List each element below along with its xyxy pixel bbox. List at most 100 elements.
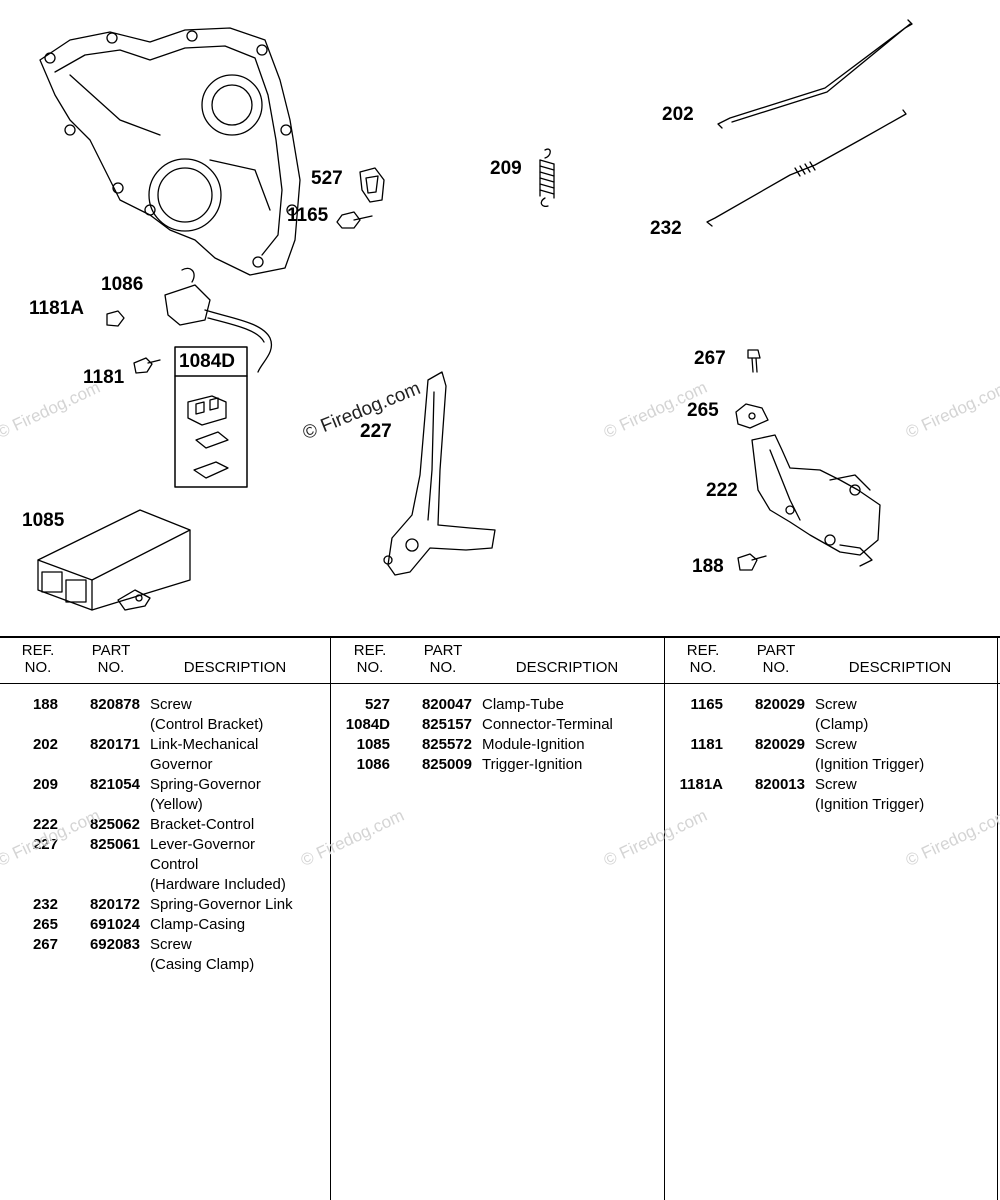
header-description: DESCRIPTION (848, 659, 952, 676)
part-description: Screw (Clamp) (815, 696, 869, 733)
column-divider (330, 636, 331, 1200)
table-top-rule (0, 636, 1000, 638)
ignition-trigger-drawing (164, 267, 273, 373)
part-number: 825061 (89, 836, 140, 853)
part-description: Connector-Terminal (482, 716, 613, 733)
part-description: Clamp-Tube (482, 696, 564, 713)
part-description: Screw (Control Bracket) (150, 696, 264, 733)
header-ref: REF. NO. (18, 642, 58, 676)
ref-number: 209 (32, 776, 58, 793)
part-number: 820171 (89, 736, 140, 753)
part-description: Module-Ignition (482, 736, 585, 753)
header-description: DESCRIPTION (183, 659, 287, 676)
header-ref-line1: REF. (21, 642, 55, 659)
part-description: Lever-Governor Control (Hardware Include… (150, 836, 286, 893)
ref-number: 188 (32, 696, 58, 713)
ref-number: 202 (32, 736, 58, 753)
ref-number: 527 (364, 696, 390, 713)
callout-188: 188 (692, 556, 724, 577)
ref-number: 222 (32, 816, 58, 833)
part-number: 692083 (89, 936, 140, 953)
header-part-line1: PART (756, 642, 796, 659)
callout-1085: 1085 (22, 510, 65, 531)
part-description: Screw (Ignition Trigger) (815, 776, 925, 813)
part-number: 820878 (89, 696, 140, 713)
header-ref-line2: NO. (24, 659, 52, 676)
ref-number: 227 (32, 836, 58, 853)
header-part-line1: PART (423, 642, 463, 659)
clamp-tube-drawing (359, 167, 385, 203)
ref-number: 1084D (345, 716, 390, 733)
column-divider (997, 636, 998, 1200)
table-row: 267 692083 Screw (Casing Clamp) (0, 935, 330, 975)
callout-202: 202 (662, 104, 694, 125)
screw-267-drawing (747, 349, 761, 373)
part-description: Screw (Casing Clamp) (150, 936, 255, 973)
ref-number: 1086 (356, 756, 390, 773)
spring-link-drawing (706, 109, 907, 227)
header-part: PART NO. (86, 642, 136, 676)
ignition-module-drawing (37, 509, 191, 611)
part-description: Screw (Ignition Trigger) (815, 736, 925, 773)
header-part: PART NO. (418, 642, 468, 676)
table-row: 209 821054 Spring-Governor (Yellow) (0, 775, 330, 815)
part-description: Clamp-Casing (150, 916, 246, 933)
header-part-line2: NO. (762, 659, 790, 676)
part-number: 825157 (421, 716, 472, 733)
part-number: 820047 (421, 696, 472, 713)
ref-number: 232 (32, 896, 58, 913)
column-divider (664, 636, 665, 1200)
governor-lever-drawing (383, 371, 496, 576)
ref-number: 1085 (356, 736, 390, 753)
part-number: 825009 (421, 756, 472, 773)
ref-number: 265 (32, 916, 58, 933)
exploded-parts-diagram: 202 209 232 527 1165 1086 1181A 1181 108… (0, 19, 1000, 611)
governor-spring-drawing (539, 148, 555, 208)
clamp-casing-drawing (735, 403, 769, 429)
column-2-rows: 527 820047 Clamp-Tube 1084D 825157 Connector-… (332, 695, 662, 775)
callout-265: 265 (687, 400, 719, 421)
callout-1181: 1181 (83, 367, 125, 388)
header-description: DESCRIPTION (515, 659, 619, 676)
screw-1181-drawing (133, 357, 161, 374)
part-description: Spring-Governor (Yellow) (150, 776, 261, 813)
engine-cover-drawing (39, 27, 301, 276)
header-ref-line1: REF. (686, 642, 720, 659)
ref-number: 1181A (679, 776, 723, 793)
table-row: 227 825061 Lever-Governor Control (Hardwar… (0, 835, 330, 895)
callout-1084d: 1084D (179, 351, 235, 372)
table-row: 527 820047 Clamp-Tube (332, 695, 662, 715)
connector-terminal-box (174, 346, 248, 488)
ref-number: 267 (32, 936, 58, 953)
screw-188-drawing (737, 553, 767, 571)
table-row: 188 820878 Screw (Control Bracket) (0, 695, 330, 735)
part-number: 825062 (89, 816, 140, 833)
ref-number: 1181 (690, 736, 723, 753)
callout-527: 527 (311, 168, 343, 189)
table-row: 1084D 825157 Connector-Terminal (332, 715, 662, 735)
header-ref-line2: NO. (356, 659, 384, 676)
screw-1165-drawing (336, 211, 373, 229)
callout-227: 227 (360, 421, 392, 442)
control-bracket-drawing (751, 434, 881, 567)
screw-1181a-drawing (106, 310, 125, 327)
header-ref-line2: NO. (689, 659, 717, 676)
callout-222: 222 (706, 480, 738, 501)
part-number: 821054 (89, 776, 140, 793)
part-description: Spring-Governor Link (150, 896, 293, 913)
callout-1165: 1165 (287, 205, 329, 226)
